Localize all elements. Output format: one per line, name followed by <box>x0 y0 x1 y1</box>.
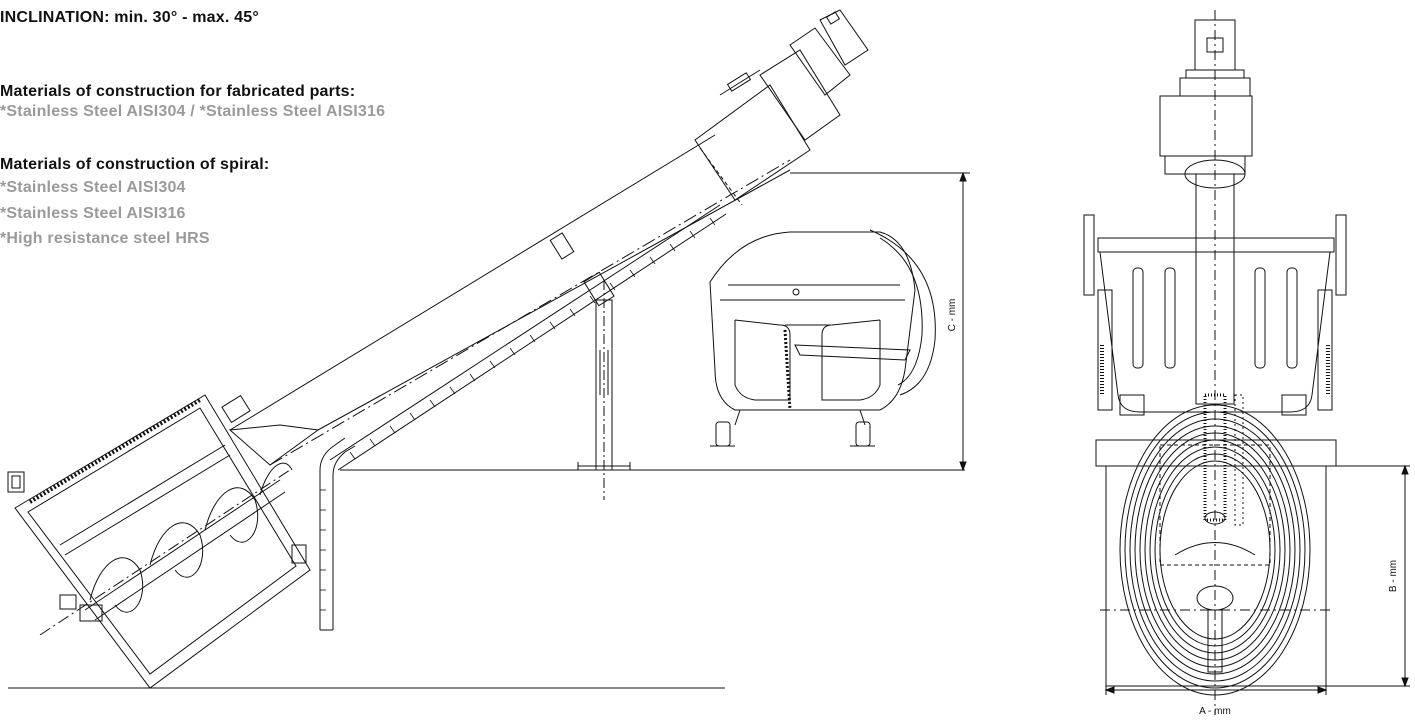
fabricated-parts-materials: *Stainless Steel AISI304 / *Stainless St… <box>0 103 386 120</box>
inclined-tube <box>229 134 791 471</box>
front-view <box>1083 10 1410 715</box>
discharge-pipe <box>319 437 356 631</box>
spiral-heading: Materials of construction of spiral: <box>0 156 270 173</box>
dimension-c-label: C - mm <box>947 299 958 332</box>
front-base-flange <box>1095 439 1337 467</box>
tilting-bin <box>709 229 936 447</box>
front-motor <box>1159 19 1253 175</box>
screw-spiral <box>39 462 293 636</box>
drive-head <box>694 9 869 206</box>
hopper <box>7 394 311 689</box>
dimension-b <box>1326 464 1410 688</box>
front-outer-frame <box>1105 465 1327 687</box>
spiral-material-3: *High resistance steel HRS <box>0 230 210 247</box>
front-screw-shaft <box>1174 393 1256 673</box>
inclination-text: INCLINATION: min. 30° - max. 45° <box>0 9 259 26</box>
dimension-a <box>1104 686 1328 695</box>
fabricated-parts-heading: Materials of construction for fabricated… <box>0 83 356 100</box>
dimension-a-label: A - mm <box>1199 706 1231 717</box>
spiral-material-1: *Stainless Steel AISI304 <box>0 179 186 196</box>
side-view <box>7 9 970 689</box>
support-leg <box>577 280 631 500</box>
dimension-b-label: B - mm <box>1388 560 1399 592</box>
transition-cone <box>228 424 320 466</box>
front-tube <box>1195 173 1235 405</box>
spiral-material-2: *Stainless Steel AISI316 <box>0 205 186 222</box>
dimension-c <box>790 171 970 472</box>
